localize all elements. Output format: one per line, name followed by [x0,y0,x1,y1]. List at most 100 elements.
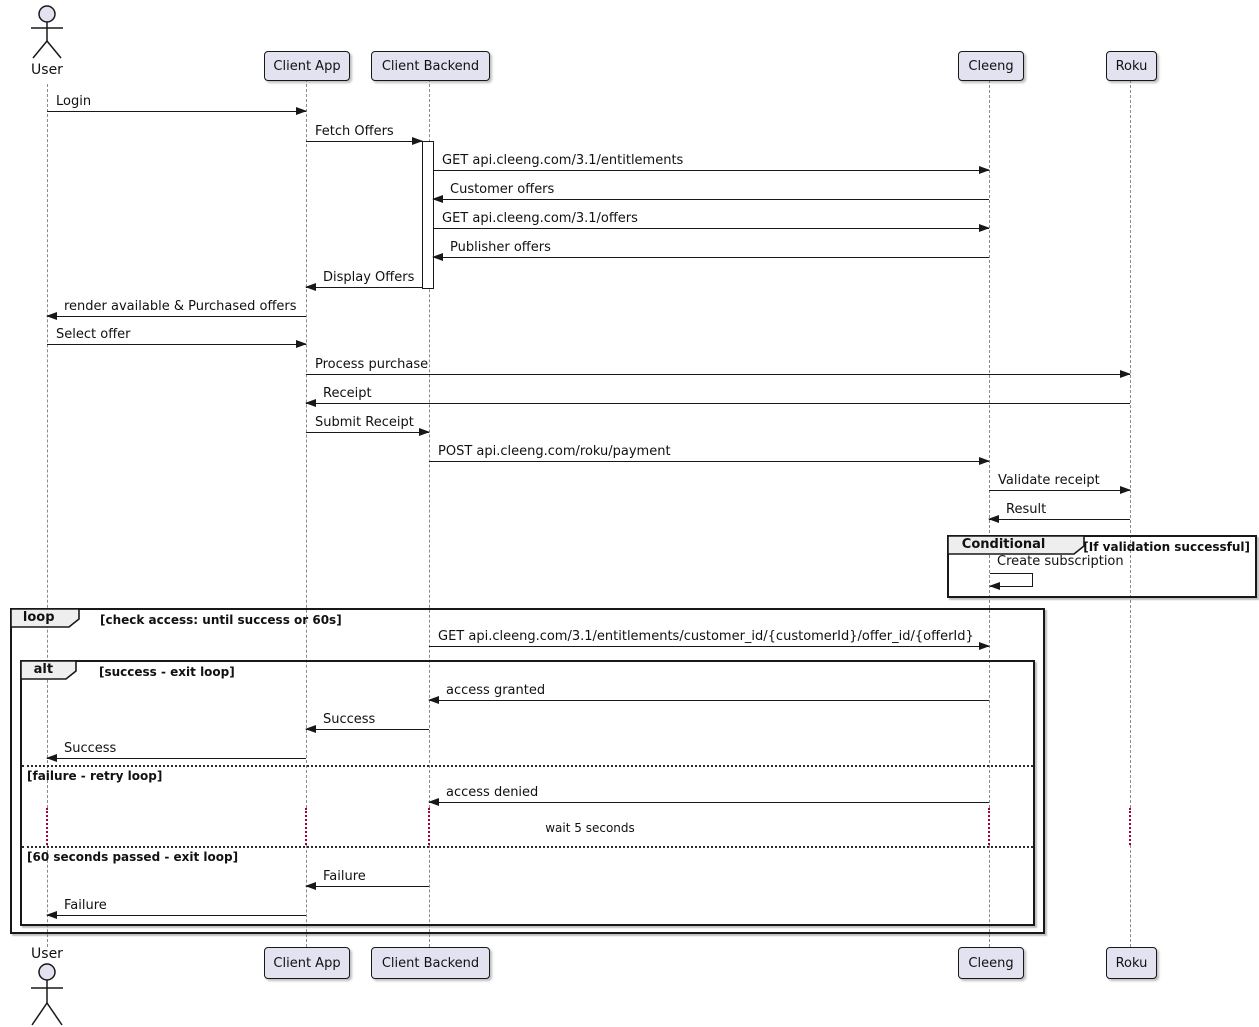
delay-lifeline-client-backend [428,808,430,845]
arrowhead-left-icon [428,696,439,704]
message-label: Result [1006,502,1047,517]
arrowhead-left-icon [305,725,316,733]
message-label: Fetch Offers [315,124,394,139]
message-success-backend: Success [305,712,429,733]
loop-tab: loop [10,608,80,628]
message-label: access granted [446,683,546,698]
arrowhead-right-icon [979,457,990,465]
alt-divider-failure [22,765,1033,767]
fragment-conditional: Conditional [If validation successful] [947,535,1257,598]
alt-divider-failure-label: [failure - retry loop] [27,769,163,783]
participant-roku-top: Roku [1106,51,1157,81]
arrowhead-left-icon [432,195,443,203]
message-post-payment: POST api.cleeng.com/roku/payment [429,444,990,465]
message-label: Customer offers [450,182,555,197]
participant-roku-bottom: Roku [1106,947,1157,979]
conditional-guard: [If validation successful] [1083,540,1250,554]
message-label: GET api.cleeng.com/3.1/offers [442,211,638,226]
message-label: Select offer [56,327,131,342]
message-label: Display Offers [323,270,415,285]
delay-label: wait 5 seconds [545,821,635,835]
message-create-subscription-arrow [989,573,1033,590]
participant-label: Cleeng [968,58,1014,74]
message-validate-receipt: Validate receipt [989,473,1131,494]
arrowhead-right-icon [979,642,990,650]
participant-cleeng-bottom: Cleeng [958,947,1024,979]
message-submit-receipt: Submit Receipt [306,415,430,436]
message-failure-backend: Failure [305,869,429,890]
message-label: Process purchase [315,357,429,372]
participant-label: Roku [1115,955,1148,971]
message-access-denied: access denied [428,785,989,806]
message-result: Result [988,502,1130,523]
arrowhead-right-icon [1120,370,1131,378]
participant-label: Client App [273,58,341,74]
message-failure-user: Failure [46,898,306,919]
actor-icon [31,5,63,59]
message-label: Success [323,712,376,727]
message-display-offers: Display Offers [305,270,422,291]
arrowhead-left-icon [305,882,316,890]
message-select-offer: Select offer [47,327,307,348]
conditional-tab: Conditional [947,535,1085,555]
arrowhead-right-icon [412,137,423,145]
message-label: Validate receipt [998,473,1100,488]
participant-label: Roku [1115,58,1148,74]
participant-label: Cleeng [968,955,1014,971]
arrowhead-left-icon [305,399,316,407]
fragment-tab-icon [20,660,77,680]
lifeline-roku [1130,845,1131,947]
message-get-entitlements: GET api.cleeng.com/3.1/entitlements [433,153,990,174]
fragment-tab-icon [947,535,1085,555]
arrowhead-left-icon [988,515,999,523]
actor-label-user-top: User [31,62,63,78]
participant-label: Client Backend [381,955,480,971]
message-process-purchase: Process purchase [306,357,1131,378]
lifeline-roku [1130,80,1131,808]
arrowhead-left-icon [46,911,57,919]
arrowhead-right-icon [1120,486,1131,494]
message-create-subscription-label: Create subscription [997,554,1124,569]
arrowhead-right-icon [979,224,990,232]
lifeline-user [47,84,48,808]
fragment-loop: loop [check access: until success or 60s… [10,608,1045,934]
message-success-user: Success [46,741,306,762]
arrowhead-left-icon [46,312,57,320]
message-label: Failure [323,869,366,884]
conditional-keyword: Conditional [961,537,1046,552]
message-customer-offers: Customer offers [432,182,989,203]
message-label: POST api.cleeng.com/roku/payment [438,444,671,459]
arrowhead-left-icon [989,582,1000,590]
message-label: Login [56,94,92,109]
message-get-offers: GET api.cleeng.com/3.1/offers [433,211,990,232]
message-label: GET api.cleeng.com/3.1/entitlements [442,153,684,168]
lifeline-client-backend [429,845,430,947]
participant-client-backend-bottom: Client Backend [371,947,490,979]
lifeline-client-app [306,79,307,808]
delay-lifeline-user [46,808,48,845]
delay-lifeline-cleeng [988,808,990,845]
alt-tab: alt [20,660,77,680]
participant-label: Client Backend [381,58,480,74]
message-label: Publisher offers [450,240,551,255]
lifeline-client-backend [429,79,430,808]
message-get-entitlement-check: GET api.cleeng.com/3.1/entitlements/cust… [429,629,990,650]
message-receipt: Receipt [305,386,1130,407]
arrowhead-right-icon [296,107,307,115]
delay-lifeline-client-app [305,808,307,845]
arrowhead-right-icon [979,166,990,174]
arrowhead-left-icon [432,253,443,261]
message-render-offers: render available & Purchased offers [46,299,306,320]
lifeline-cleeng [989,80,990,808]
alt-divider-timeout-label: [60 seconds passed - exit loop] [27,850,239,864]
message-label: Success [64,741,117,756]
actor-label-user-bottom: User [31,946,63,962]
message-access-granted: access granted [428,683,989,704]
fragment-alt: alt [success - exit loop] [failure - ret… [20,660,1035,926]
participant-client-app-top: Client App [264,51,350,81]
alt-guard: [success - exit loop] [99,665,235,679]
message-login: Login [47,94,307,115]
participant-client-backend-top: Client Backend [371,51,490,81]
arrowhead-left-icon [428,798,439,806]
message-publisher-offers: Publisher offers [432,240,989,261]
